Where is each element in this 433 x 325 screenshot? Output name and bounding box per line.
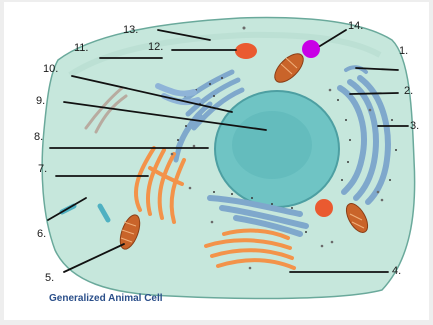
label-6: 6. <box>37 229 46 240</box>
label-14: 14. <box>348 21 363 32</box>
label-3: 3. <box>410 121 419 132</box>
label-4: 4. <box>392 266 401 277</box>
centrosome <box>302 40 320 58</box>
nucleolus <box>232 111 312 179</box>
label-2: 2. <box>404 86 413 97</box>
diagram-caption: Generalized Animal Cell <box>49 293 163 304</box>
label-5: 5. <box>45 273 54 284</box>
label-12: 12. <box>148 42 163 53</box>
label-9: 9. <box>36 96 45 107</box>
label-7: 7. <box>38 164 47 175</box>
label-13: 13. <box>123 25 138 36</box>
label-11: 11. <box>74 43 88 54</box>
leader-line-2 <box>350 93 398 94</box>
lysosome-top <box>235 43 257 59</box>
label-10: 10. <box>43 64 58 75</box>
lysosome-right <box>315 199 333 217</box>
label-1: 1. <box>399 46 408 57</box>
label-8: 8. <box>34 132 43 143</box>
